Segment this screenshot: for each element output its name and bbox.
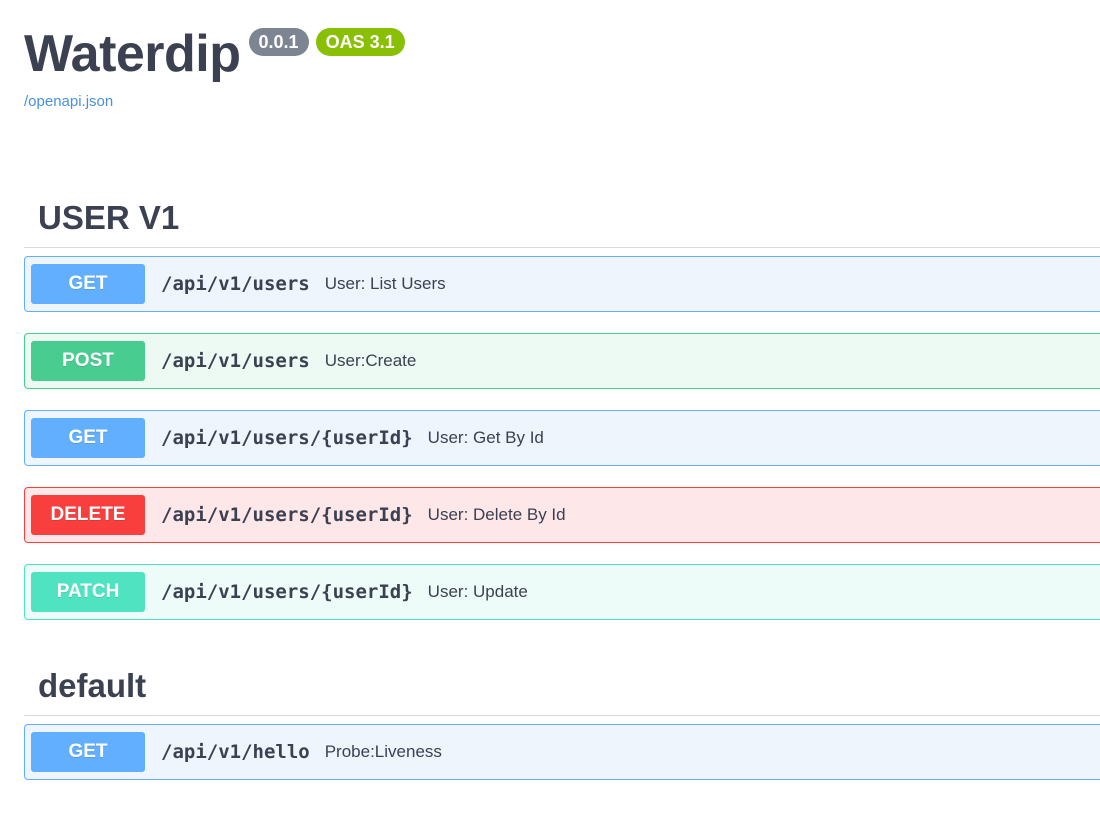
method-badge: GET (31, 264, 145, 304)
tag-section-default: default GET /api/v1/hello Probe:Liveness (24, 656, 1100, 780)
operation-get-hello[interactable]: GET /api/v1/hello Probe:Liveness (24, 724, 1100, 780)
version-badge: 0.0.1 (248, 28, 309, 56)
openapi-json-link[interactable]: /openapi.json (24, 93, 114, 110)
operation-path: /api/v1/users/{userId} (161, 504, 413, 526)
oas-version-badge: OAS 3.1 (315, 28, 405, 56)
api-title: Waterdip (24, 25, 241, 83)
method-badge: GET (31, 732, 145, 772)
operation-get-users[interactable]: GET /api/v1/users User: List Users (24, 256, 1100, 312)
operation-path: /api/v1/users/{userId} (161, 581, 413, 603)
operation-path: /api/v1/users (161, 273, 310, 295)
method-badge: PATCH (31, 572, 145, 612)
operation-summary: User: Delete By Id (427, 505, 566, 524)
operation-get-user-by-id[interactable]: GET /api/v1/users/{userId} User: Get By … (24, 410, 1100, 466)
method-badge: POST (31, 341, 145, 381)
operation-delete-user-by-id[interactable]: DELETE /api/v1/users/{userId} User: Dele… (24, 487, 1100, 543)
operation-summary: User: List Users (324, 274, 446, 293)
operation-summary: Probe:Liveness (324, 742, 442, 761)
operation-summary: User: Get By Id (427, 428, 544, 447)
tag-name: default (38, 666, 147, 704)
operation-summary: User:Create (324, 351, 417, 370)
operation-path: /api/v1/users (161, 350, 310, 372)
method-badge: GET (31, 418, 145, 458)
tag-section-user-v1: USER V1 GET /api/v1/users User: List Use… (24, 188, 1100, 620)
operation-summary: User: Update (427, 582, 528, 601)
operation-patch-user-by-id[interactable]: PATCH /api/v1/users/{userId} User: Updat… (24, 564, 1100, 620)
tag-name: USER V1 (38, 198, 180, 236)
tag-header-user-v1[interactable]: USER V1 (24, 188, 1100, 248)
operation-path: /api/v1/users/{userId} (161, 427, 413, 449)
method-badge: DELETE (31, 495, 145, 535)
tag-header-default[interactable]: default (24, 656, 1100, 716)
operation-path: /api/v1/hello (161, 741, 310, 763)
operation-post-users[interactable]: POST /api/v1/users User:Create (24, 333, 1100, 389)
title-row: Waterdip 0.0.1 OAS 3.1 (24, 24, 405, 84)
api-info: Waterdip 0.0.1 OAS 3.1 /openapi.json (24, 24, 405, 110)
